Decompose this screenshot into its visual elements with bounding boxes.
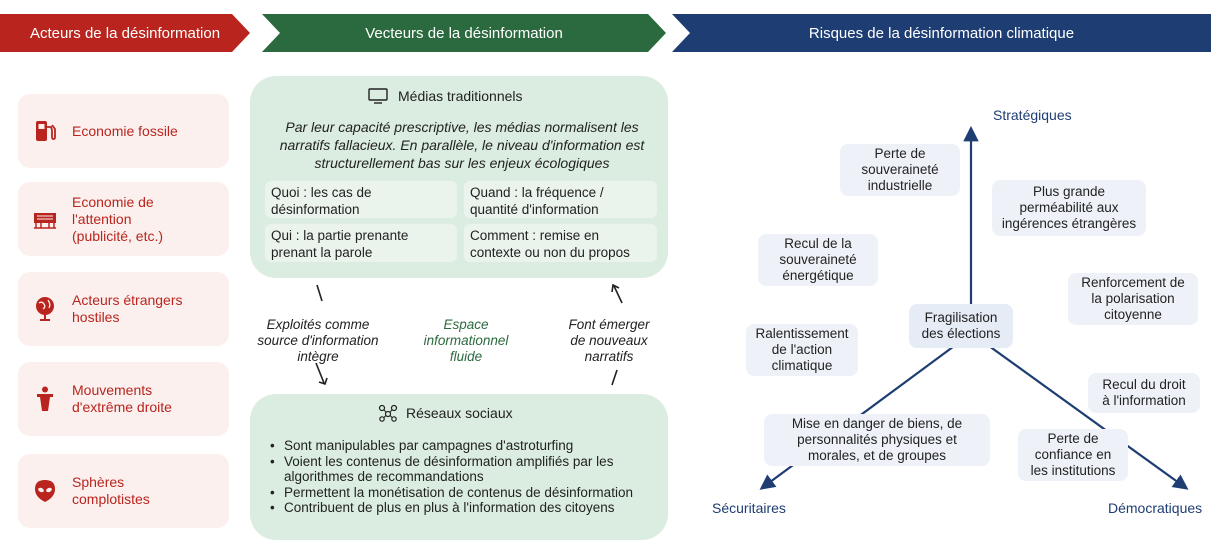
actor-attention-economy: Economie de l'attention (publicité, etc.…	[18, 182, 229, 256]
actor-label: Sphères complotistes	[72, 474, 150, 507]
social-title: Réseaux sociaux	[378, 404, 513, 422]
media-cell-how: Comment : remise en contexte ou non du p…	[464, 224, 657, 262]
actor-label: Economie de l'attention (publicité, etc.…	[72, 193, 164, 244]
social-item: Permettent la monétisation de contenus d…	[268, 485, 668, 501]
header-risks-label: Risques de la désinformation climatique	[808, 24, 1075, 42]
axis-label-democratic: Démocratiques	[1108, 500, 1203, 516]
media-title-text: Médias traditionnels	[398, 88, 523, 104]
risk-right-to-information: Recul du droit à l'information	[1088, 373, 1200, 413]
flow-left-text: Exploités comme source d'information int…	[257, 317, 379, 364]
header-actors-label: Acteurs de la désinformation	[29, 24, 221, 42]
media-cell-what: Quoi : les cas de désinformation	[265, 181, 457, 218]
header-risks: Risques de la désinformation climatique	[672, 14, 1211, 52]
actor-fossil-economy: Economie fossile	[18, 94, 229, 168]
risk-endangerment: Mise en danger de biens, de personnalité…	[764, 414, 990, 466]
risk-climate-action: Ralentissement de l'action climatique	[746, 324, 858, 376]
media-title: Médias traditionnels	[368, 88, 523, 104]
media-cell-when: Quand : la fréquence / quantité d'inform…	[464, 181, 657, 218]
social-list: Sont manipulables par campagnes d'astrot…	[268, 438, 668, 516]
actor-hostile-foreign: Acteurs étrangers hostiles	[18, 272, 229, 346]
axis-label-security: Sécuritaires	[712, 500, 786, 516]
risk-foreign-interference: Plus grande perméabilité aux ingérences …	[992, 180, 1146, 236]
arrow-left-top-stroke	[316, 284, 323, 302]
social-item: Voient les contenus de désinformation am…	[268, 454, 668, 485]
actor-far-right: Mouvements d'extrême droite	[18, 362, 229, 436]
media-description: Par leur capacité prescriptive, les médi…	[279, 119, 645, 171]
risk-energy-sovereignty: Recul de la souveraineté énergétique	[758, 234, 878, 286]
flow-center-text: Espace informationnel fluide	[423, 317, 509, 364]
risk-elections: Fragilisation des élections	[909, 304, 1013, 348]
actor-conspiracy-spheres: Sphères complotistes	[18, 454, 229, 528]
arrow-down-left	[315, 362, 325, 384]
header-vectors: Vecteurs de la désinformation	[262, 14, 666, 52]
alien-icon	[32, 478, 58, 504]
billboard-icon	[32, 206, 58, 232]
actor-label: Mouvements d'extrême droite	[72, 382, 172, 415]
header-vectors-label: Vecteurs de la désinformation	[365, 24, 563, 42]
social-title-text: Réseaux sociaux	[406, 405, 513, 421]
arrow-right-bottom-stroke	[611, 369, 618, 386]
fuel-pump-icon	[32, 118, 58, 144]
globe-icon	[32, 296, 58, 322]
media-cell-who: Qui : la partie prenante prenant la paro…	[265, 224, 457, 262]
arrow-up-right	[613, 285, 623, 304]
monitor-icon	[368, 88, 388, 104]
person-podium-icon	[32, 386, 58, 412]
actor-label: Economie fossile	[72, 122, 178, 139]
network-icon	[378, 404, 398, 422]
axis-label-strategic: Stratégiques	[993, 107, 1072, 123]
social-item: Sont manipulables par campagnes d'astrot…	[268, 438, 668, 454]
risk-trust-institutions: Perte de confiance en les institutions	[1018, 429, 1128, 481]
risk-polarisation: Renforcement de la polarisation citoyenn…	[1068, 273, 1198, 325]
risk-industrial-sovereignty: Perte de souveraineté industrielle	[840, 144, 960, 196]
social-item: Contribuent de plus en plus à l'informat…	[268, 500, 668, 516]
actor-label: Acteurs étrangers hostiles	[72, 292, 183, 325]
flow-right-text: Font émerger de nouveaux narratifs	[568, 317, 650, 364]
axis-democratic	[977, 337, 1189, 490]
header-actors: Acteurs de la désinformation	[0, 14, 250, 52]
